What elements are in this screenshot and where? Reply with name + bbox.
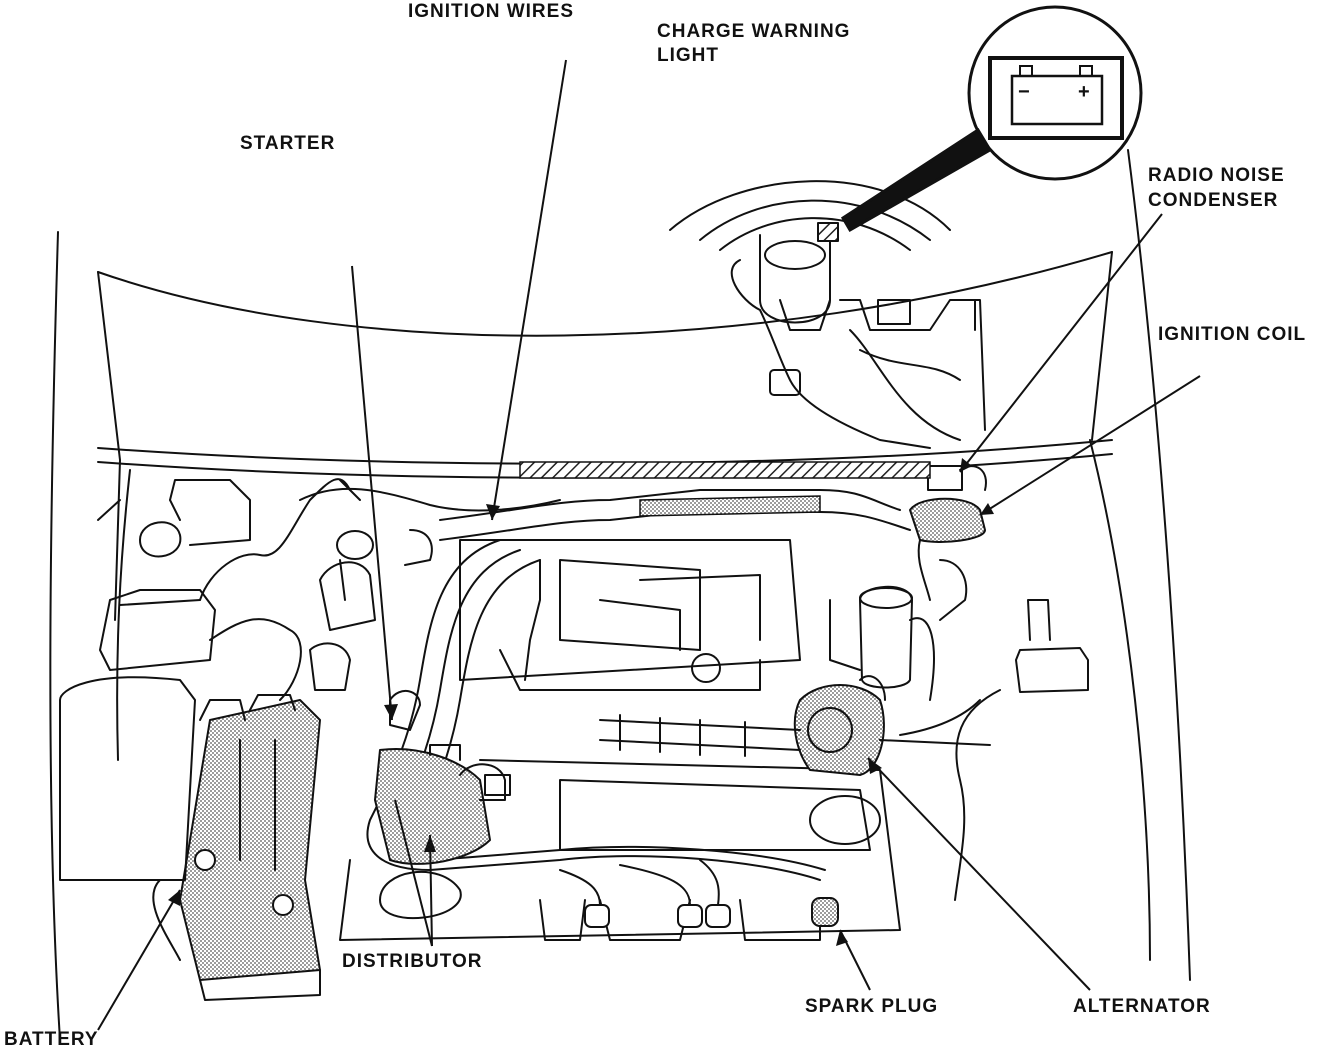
ignition-coil-body <box>909 497 986 543</box>
warning-light-marker <box>817 222 839 242</box>
leader-ignition-wires <box>491 59 567 521</box>
leader-starter <box>351 265 393 721</box>
label-spark-plug: SPARK PLUG <box>805 996 939 1017</box>
label-charge-warning-light-line2: LIGHT <box>657 45 719 66</box>
radio-noise-condenser-body <box>927 465 963 491</box>
starter-assembly <box>319 561 376 631</box>
right-inner-fender <box>1089 439 1151 961</box>
label-radio-noise-condenser-line1: RADIO NOISE <box>1148 165 1285 186</box>
relay-box <box>99 589 216 671</box>
leader-distributor-b <box>394 799 433 947</box>
engine-block-outline <box>459 539 801 681</box>
leader-alternator <box>867 757 1091 991</box>
label-distributor: DISTRIBUTOR <box>342 951 483 972</box>
leader-ignition-coil <box>979 375 1201 516</box>
right-fender-line <box>1127 149 1191 981</box>
battery-symbol-plus: + <box>1078 81 1090 103</box>
label-starter: STARTER <box>240 133 336 154</box>
cylinder-head <box>339 759 901 941</box>
radiator-support <box>116 469 131 761</box>
left-fender-line <box>49 231 61 1041</box>
label-radio-noise-condenser-line2: CONDENSER <box>1148 190 1279 211</box>
right-relay <box>1015 647 1089 693</box>
canister <box>859 585 913 689</box>
steering-column <box>759 234 831 324</box>
dash-arc <box>669 180 951 231</box>
cowl-top <box>97 439 1113 465</box>
leader-distributor-a <box>429 834 433 947</box>
hood-edge <box>97 251 1113 337</box>
leader-radio-noise-condenser <box>959 213 1163 473</box>
label-ignition-coil: IGNITION COIL <box>1158 324 1307 345</box>
label-battery: BATTERY <box>4 1029 99 1050</box>
cowl-hatched-band <box>519 461 931 479</box>
ignition-wire-bundle <box>366 539 821 881</box>
battery-symbol-minus: − <box>1018 81 1030 103</box>
main-harness <box>439 489 901 521</box>
label-charge-warning-light-line1: CHARGE WARNING <box>657 21 851 42</box>
charge-warning-callout <box>840 5 1143 233</box>
air-box <box>139 521 182 558</box>
leader-battery <box>97 889 181 1031</box>
label-ignition-wires: IGNITION WIRES <box>408 1 574 22</box>
alternator-body <box>793 684 885 776</box>
battery-box <box>179 699 321 981</box>
label-alternator: ALTERNATOR <box>1073 996 1211 1017</box>
bay-left-wall <box>97 271 121 621</box>
